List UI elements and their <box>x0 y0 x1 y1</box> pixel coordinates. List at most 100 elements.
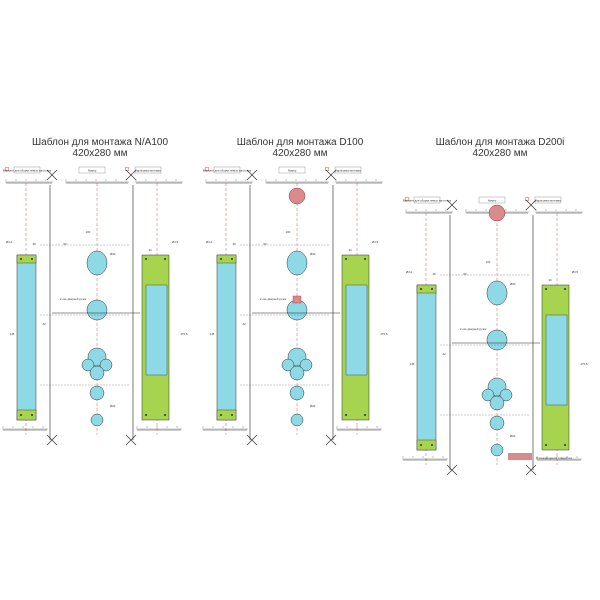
mini-label: Вариант для сборки левых заготовок <box>203 166 252 174</box>
cross-line <box>125 169 137 181</box>
ruler <box>405 209 453 214</box>
ruler <box>2 426 48 431</box>
dim-270: 270,5 <box>181 332 188 336</box>
dim-270: 270,5 <box>381 332 388 336</box>
left-plate <box>16 254 37 421</box>
ruler <box>5 179 53 184</box>
cross-mark <box>125 169 137 181</box>
screw-hole <box>431 288 433 290</box>
cross-line <box>125 434 137 446</box>
cross-line <box>46 169 58 181</box>
hole-lower <box>489 415 505 431</box>
red-hole-mid <box>292 295 302 304</box>
screw-hole <box>364 258 366 260</box>
screw-hole <box>345 258 347 260</box>
mini-label-text: Номер <box>288 168 297 172</box>
mini-label-box <box>334 166 362 174</box>
mini-label: Номер <box>278 166 306 174</box>
ruler <box>536 456 582 461</box>
hole-bottom <box>290 413 304 427</box>
left-plate-bottom-cap <box>216 409 237 421</box>
cross-mark <box>446 464 458 476</box>
ruler <box>136 426 182 431</box>
cross-mark <box>325 169 337 181</box>
mini-label: Вариант для сборки левых заготовок <box>3 166 52 174</box>
hole-cluster-part <box>489 395 505 411</box>
marker-icon <box>404 196 410 202</box>
dim-d40: Ø40 <box>510 282 516 286</box>
mini-label-text: Вариант для сборки левых заготовок <box>203 168 252 172</box>
ruler <box>202 426 248 431</box>
screw-hole <box>164 258 166 260</box>
ruler <box>535 209 583 214</box>
mini-label-text: Зарисовка монтажа <box>335 168 361 172</box>
mini-label-box <box>78 166 106 174</box>
cross-line <box>246 169 258 181</box>
mini-label-box <box>13 166 41 174</box>
hole-cluster-part <box>499 388 513 402</box>
cross-mark <box>246 169 258 181</box>
dim-d20: Ø20 <box>310 404 316 408</box>
hole-cluster-part <box>281 358 295 372</box>
screw-hole <box>420 444 422 446</box>
hole-cluster-part <box>81 358 95 372</box>
screw-hole <box>220 258 222 260</box>
hole-cluster <box>281 347 313 381</box>
hole-cluster <box>481 377 513 411</box>
mini-label-box <box>278 166 306 174</box>
dim-d42: Ø4,2 <box>406 270 413 274</box>
screw-hole <box>231 258 233 260</box>
hole-bottom <box>90 413 104 427</box>
screw-hole <box>231 414 233 416</box>
screw-hole <box>364 414 366 416</box>
red-hole-top <box>488 204 506 222</box>
screw-hole <box>420 288 422 290</box>
marker-icon <box>204 166 210 172</box>
mini-label: Зарисовка монтажа <box>334 166 362 174</box>
dim-d40: Ø40 <box>110 252 116 256</box>
cross-line <box>525 464 537 476</box>
template-size: 420x280 мм <box>473 148 528 159</box>
screw-hole <box>20 414 22 416</box>
dim-245: 245 <box>410 362 415 366</box>
dim-100: 100 <box>86 230 91 234</box>
cross-line <box>246 434 258 446</box>
mini-label: Зарисовка монтажа <box>134 166 162 174</box>
template-title: Шаблон для монтажа D200i <box>436 136 565 148</box>
left-plate-top-cap <box>416 284 437 294</box>
marker-icon <box>524 196 530 202</box>
ruler <box>205 179 253 184</box>
template-title: Шаблон для монтажа D100 <box>237 136 364 148</box>
screw-hole <box>145 414 147 416</box>
dim-d20: Ø20 <box>110 404 116 408</box>
dim-60: 60 <box>463 272 467 276</box>
hole-cluster-part <box>89 365 105 381</box>
mini-label-box <box>413 196 441 204</box>
screw-hole <box>564 444 566 446</box>
hole-cluster-part <box>299 358 313 372</box>
dim-60: 60 <box>263 242 267 246</box>
dim-42: 42 <box>42 322 46 326</box>
mini-label-box <box>134 166 162 174</box>
ruler <box>335 179 383 184</box>
mini-label-text: Зарисовка монтажа <box>135 168 161 172</box>
dim-100: 100 <box>486 260 491 264</box>
screw-hole <box>545 288 547 290</box>
mini-label: Номер <box>478 196 506 204</box>
mini-label-box <box>478 196 506 204</box>
ruler <box>135 179 183 184</box>
dim-245: 245 <box>10 332 15 336</box>
dim-60: 60 <box>63 242 67 246</box>
dim-245: 245 <box>210 332 215 336</box>
left-plate-bottom-cap <box>16 409 37 421</box>
dim-40: 40 <box>432 272 436 276</box>
ruler <box>265 179 329 184</box>
cross-line <box>46 434 58 446</box>
dim-40: 40 <box>232 242 236 246</box>
dim-270: 270,5 <box>581 362 588 366</box>
screw-hole <box>31 414 33 416</box>
cross-mark <box>46 434 58 446</box>
hole-top-oval <box>286 250 308 276</box>
